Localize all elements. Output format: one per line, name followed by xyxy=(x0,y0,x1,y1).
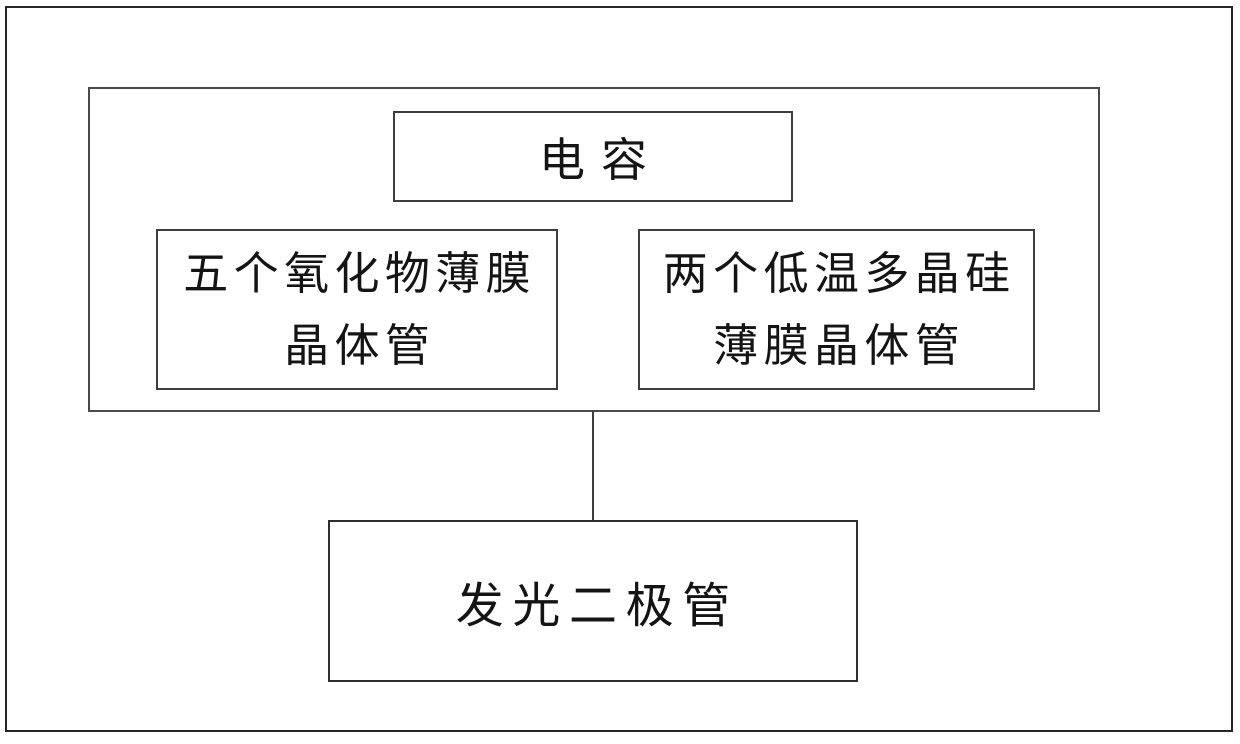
page-border-frame xyxy=(5,6,1233,732)
ltps-tft-label-line2: 薄膜晶体管 xyxy=(713,318,966,372)
ltps-tft-box: 两个低温多晶硅 薄膜晶体管 xyxy=(638,229,1035,390)
led-label: 发光二极管 xyxy=(455,578,739,634)
connector-line xyxy=(592,411,594,521)
led-box: 发光二极管 xyxy=(328,520,858,682)
ltps-tft-label-line1: 两个低温多晶硅 xyxy=(662,246,1016,300)
oxide-tft-label-line1: 五个氧化物薄膜 xyxy=(183,246,537,300)
capacitor-label: 电容 xyxy=(538,132,664,187)
oxide-tft-box: 五个氧化物薄膜 晶体管 xyxy=(156,229,558,390)
oxide-tft-label-line2: 晶体管 xyxy=(284,318,436,372)
capacitor-box: 电容 xyxy=(393,111,793,202)
